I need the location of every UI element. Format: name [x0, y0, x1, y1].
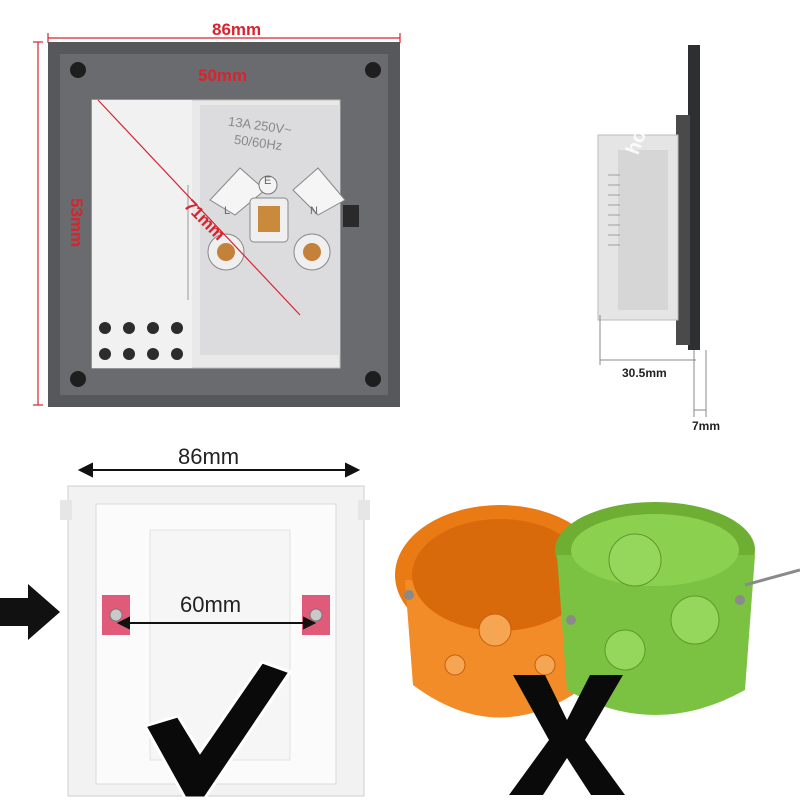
square-mounting-box-photo [0, 440, 400, 800]
depth-label: 30.5mm [622, 366, 667, 380]
box-width-label: 86mm [178, 444, 240, 469]
module-width-label: 50mm [198, 66, 248, 85]
round-mounting-boxes-photo [395, 490, 800, 800]
socket-back-photo [0, 0, 420, 420]
plate-thickness-label: 7mm [692, 419, 721, 433]
live-letter: L [224, 205, 231, 217]
socket-side-photo [590, 45, 730, 445]
earth-letter: E [264, 175, 272, 187]
plate-width-label: 86mm [212, 20, 262, 39]
hole-spacing-label: 60mm [180, 592, 242, 617]
module-height-label: 53mm [67, 198, 86, 248]
neutral-letter: N [310, 205, 318, 217]
